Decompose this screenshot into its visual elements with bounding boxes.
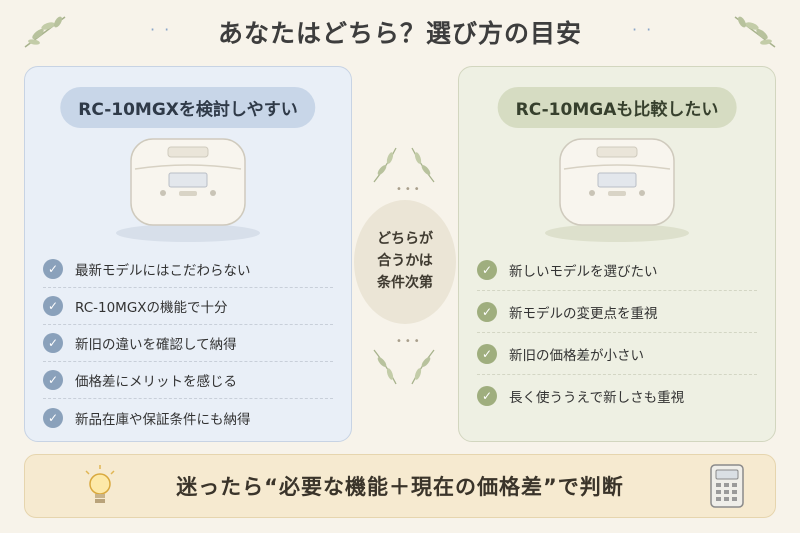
leaf-icon: [373, 349, 435, 385]
leaf-icon: [373, 147, 435, 183]
check-icon: ✓: [43, 333, 63, 353]
check-icon: ✓: [43, 370, 63, 390]
check-icon: ✓: [477, 343, 497, 364]
left-checklist: ✓ 最新モデルにはこだわらない ✓ RC-10MGXの機能で十分 ✓ 新旧の違いを確認…: [43, 251, 333, 436]
right-panel: RC-10MGAも比較したい ✓ 新しいモデルを選びたい ✓ 新モデルの変更点を重視…: [458, 66, 776, 442]
list-item-label: 新旧の価格差が小さい: [509, 347, 644, 364]
calculator-icon: [710, 464, 744, 508]
list-item: ✓ 新旧の違いを確認して納得: [43, 325, 333, 362]
check-icon: ✓: [43, 259, 63, 279]
list-item-label: 価格差にメリットを感じる: [75, 374, 237, 390]
footer-message: 迷ったら“必要な機能＋現在の価格差”で判断: [176, 475, 624, 499]
check-icon: ✓: [43, 407, 63, 428]
center-line-3: 条件次第: [377, 274, 433, 291]
check-icon: ✓: [477, 386, 497, 406]
decor-dots: •••: [396, 336, 423, 347]
list-item-label: RC-10MGXの機能で十分: [75, 300, 228, 316]
center-line-2: 合うかは: [377, 253, 433, 270]
center-note: どちらが 合うかは 条件次第: [354, 200, 456, 324]
list-item-label: 新しいモデルを選びたい: [509, 263, 658, 280]
list-item: ✓ 長く使ううえで新しさも重視: [477, 375, 757, 417]
list-item: ✓ 最新モデルにはこだわらない: [43, 251, 333, 288]
check-icon: ✓: [43, 296, 63, 316]
list-item: ✓ 新しいモデルを選びたい: [477, 249, 757, 291]
list-item-label: 最新モデルにはこだわらない: [75, 263, 251, 279]
list-item: ✓ RC-10MGXの機能で十分: [43, 288, 333, 325]
list-item: ✓ 新旧の価格差が小さい: [477, 333, 757, 375]
left-panel: RC-10MGXを検討しやすい ✓ 最新モデルにはこだわらない ✓ RC-10MGX…: [24, 66, 352, 442]
list-item-label: 長く使ううえで新しさも重視: [509, 390, 685, 406]
list-item-label: 新旧の違いを確認して納得: [75, 337, 237, 353]
page-title: あなたはどちら？選び方の目安: [217, 19, 582, 48]
rice-cooker-icon: [545, 138, 689, 242]
list-item: ✓ 価格差にメリットを感じる: [43, 362, 333, 399]
check-icon: ✓: [477, 259, 497, 280]
list-item-label: 新品在庫や保証条件にも納得: [75, 411, 251, 428]
decor-dots: •••: [396, 184, 423, 195]
right-checklist: ✓ 新しいモデルを選びたい ✓ 新モデルの変更点を重視 ✓ 新旧の価格差が小さい ✓ 長…: [477, 249, 757, 417]
rice-cooker-icon: [116, 138, 260, 242]
list-item: ✓ 新モデルの変更点を重視: [477, 291, 757, 333]
footer-banner: 迷ったら“必要な機能＋現在の価格差”で判断: [24, 454, 776, 518]
list-item: ✓ 新品在庫や保証条件にも納得: [43, 399, 333, 436]
sparkle-icon: · ·: [632, 20, 654, 39]
center-line-1: どちらが: [377, 231, 433, 248]
leaf-icon: [24, 16, 66, 48]
check-icon: ✓: [477, 301, 497, 322]
sparkle-icon: · ·: [150, 20, 172, 39]
lightbulb-icon: [85, 465, 115, 503]
right-heading: RC-10MGAも比較したい: [497, 87, 737, 128]
list-item-label: 新モデルの変更点を重視: [509, 305, 658, 322]
leaf-icon: [734, 16, 776, 48]
left-heading: RC-10MGXを検討しやすい: [60, 87, 316, 128]
